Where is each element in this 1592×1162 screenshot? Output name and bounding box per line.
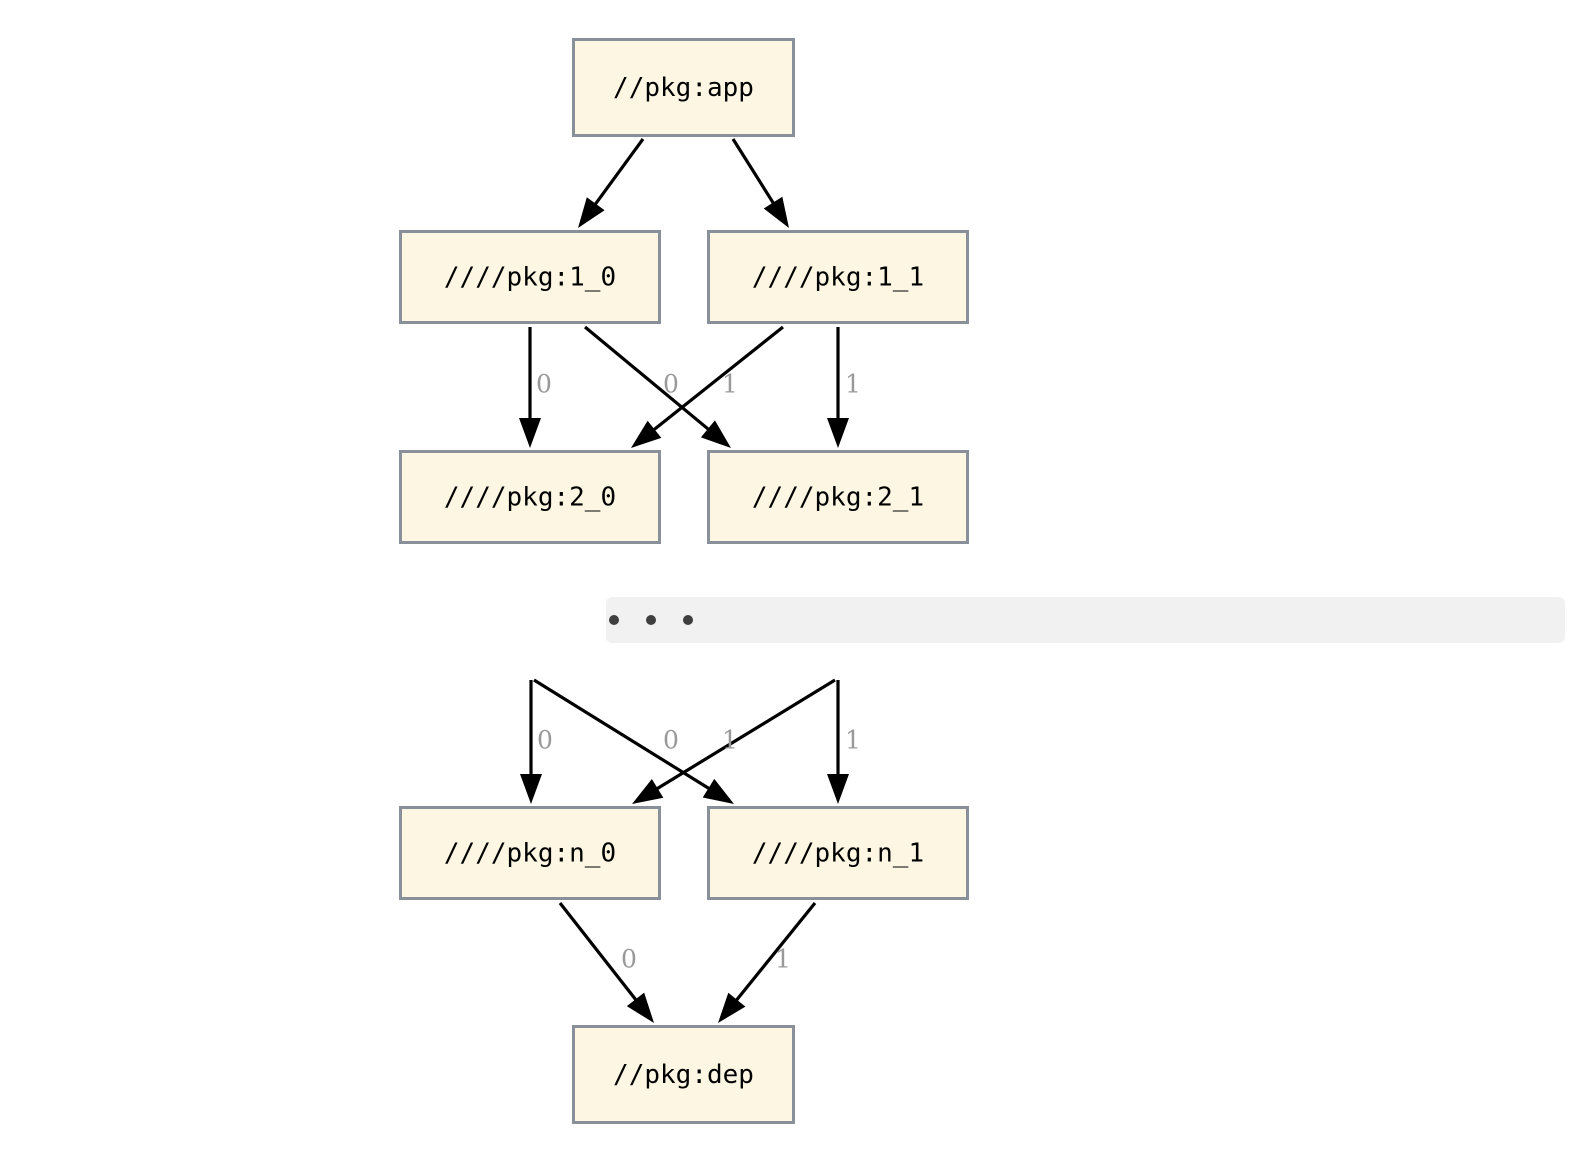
node-box[interactable]	[399, 450, 661, 544]
node-label: ////pkg:1_0	[444, 263, 616, 293]
edge-arrowhead-icon	[520, 774, 542, 804]
node-label: //pkg:app	[613, 73, 754, 103]
edge-label: 0	[663, 726, 679, 755]
graph-node-nn_1[interactable]: ////pkg:n_1	[707, 806, 969, 900]
edge-arrowhead-icon	[827, 774, 849, 804]
node-box[interactable]	[707, 450, 969, 544]
edge-arrowhead-icon	[631, 420, 662, 448]
edge-line	[651, 678, 836, 793]
edge-label: 1	[722, 370, 738, 399]
edge-arrowhead-icon	[632, 778, 664, 804]
edge-line	[648, 325, 784, 435]
edge-label: 1	[845, 370, 861, 399]
graph-node-n2_1[interactable]: ////pkg:2_1	[707, 450, 969, 544]
edges-layer	[519, 138, 849, 1023]
node-label: ////pkg:1_1	[752, 263, 924, 293]
edge-line	[731, 901, 817, 1006]
edge-label: 1	[775, 945, 791, 974]
edge-labels-layer: 0 0 1 1 0 0 1 1 0 1	[536, 370, 861, 974]
node-label: ////pkg:2_0	[444, 483, 616, 513]
graph-node-n2_0[interactable]: ////pkg:2_0	[399, 450, 661, 544]
edge-arrowhead-icon	[827, 418, 849, 448]
edge-arrowhead-icon	[718, 992, 746, 1023]
edge-line	[583, 325, 714, 434]
ellipsis-dot-2	[683, 615, 693, 625]
graph-node-n1_1[interactable]: ////pkg:1_1	[707, 230, 969, 324]
edge-label: 0	[621, 945, 637, 974]
node-box[interactable]	[572, 38, 795, 137]
graph-edge	[519, 327, 541, 448]
edge-line	[533, 678, 715, 793]
edge-arrowhead-icon	[519, 418, 541, 448]
graph-edge	[578, 138, 645, 228]
node-box[interactable]	[707, 230, 969, 324]
edge-line	[558, 902, 641, 1006]
edge-arrowhead-icon	[578, 197, 605, 228]
node-label: ////pkg:2_1	[752, 483, 924, 513]
node-box[interactable]	[707, 806, 969, 900]
edge-label: 0	[536, 370, 552, 399]
node-label: ////pkg:n_0	[444, 839, 616, 869]
node-box[interactable]	[572, 1025, 795, 1124]
ellipsis-dot-0	[609, 615, 619, 625]
node-box[interactable]	[399, 806, 661, 900]
graph-node-dep[interactable]: //pkg:dep	[572, 1025, 795, 1124]
edge-arrowhead-icon	[700, 420, 731, 448]
edge-line	[731, 138, 778, 209]
edge-label: 0	[663, 370, 679, 399]
graph-edge	[533, 678, 734, 804]
nodes-layer: //pkg:app ////pkg:1_0 ////pkg:1_1 ////pkg:2…	[399, 38, 969, 1124]
edge-arrowhead-icon	[626, 992, 654, 1023]
node-label: //pkg:dep	[613, 1060, 754, 1090]
graph-edge	[583, 325, 731, 448]
edge-line	[590, 138, 645, 210]
graph-edge	[718, 901, 817, 1023]
edge-label: 0	[537, 726, 553, 755]
graph-edge	[827, 680, 849, 804]
graph-edge	[558, 902, 654, 1023]
edge-arrowhead-icon	[702, 778, 734, 804]
graph-node-nn_0[interactable]: ////pkg:n_0	[399, 806, 661, 900]
truncation-band-layer	[606, 597, 1565, 643]
graph-node-app[interactable]: //pkg:app	[572, 38, 795, 137]
edge-label: 1	[722, 726, 738, 755]
edge-arrowhead-icon	[763, 196, 789, 228]
graph-edge	[520, 680, 542, 804]
graph-node-n1_0[interactable]: ////pkg:1_0	[399, 230, 661, 324]
graph-edge	[827, 327, 849, 448]
truncation-band	[606, 597, 1565, 643]
node-box[interactable]	[399, 230, 661, 324]
ellipsis-dot-1	[646, 615, 656, 625]
edge-label: 1	[845, 726, 861, 755]
graph-edge	[731, 138, 789, 228]
graph-edge	[632, 678, 836, 804]
node-label: ////pkg:n_1	[752, 839, 924, 869]
graph-edge	[631, 325, 784, 448]
